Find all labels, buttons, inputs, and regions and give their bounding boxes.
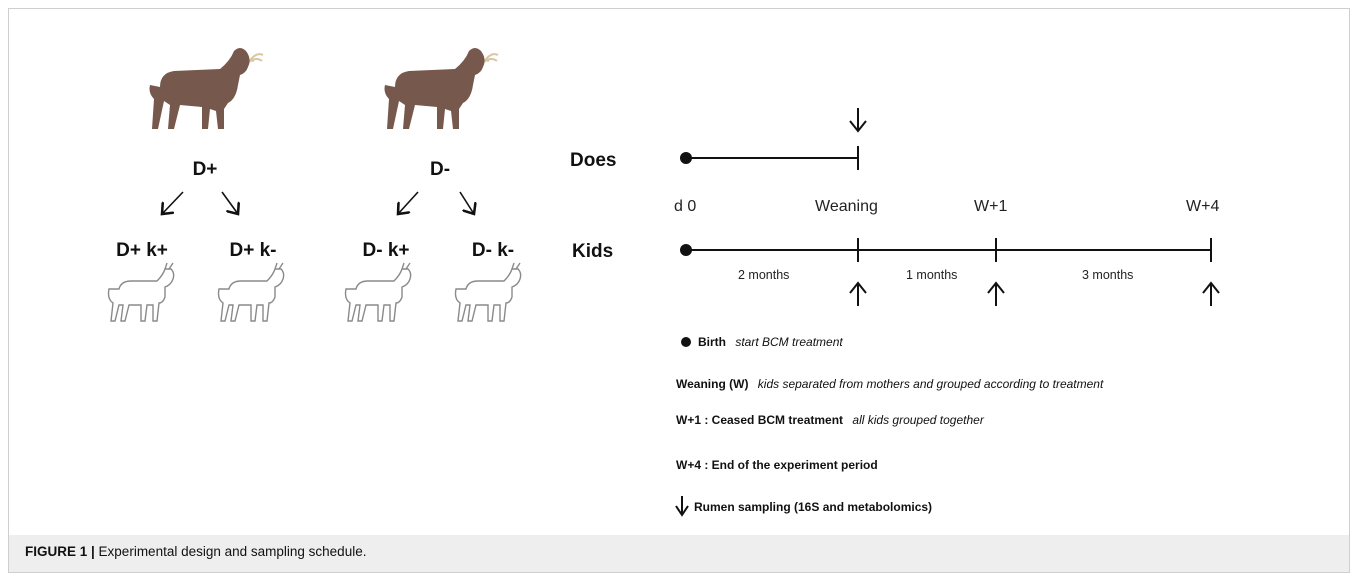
rumen-sampling-arrow-icon <box>675 496 689 517</box>
sampling-arrow-up <box>1202 281 1220 306</box>
experimental-design-diagram: D+ D- D+ k+ D+ k- D- k+ D- k- Does Kids … <box>107 47 1220 517</box>
legend-weaning: Weaning (W) kids separated from mothers … <box>676 377 1104 391</box>
caption-bar: FIGURE 1 | Experimental design and sampl… <box>9 535 1349 572</box>
group-label-d-plus-k-minus: D+ k- <box>230 240 277 261</box>
split-arrow <box>398 191 419 214</box>
legend-w1: W+1 : Ceased BCM treatment all kids grou… <box>676 413 985 427</box>
adult-goat-icon-d-plus <box>148 47 264 130</box>
interval-label-first: 2 months <box>738 268 789 282</box>
group-label-d-plus: D+ <box>193 159 218 180</box>
figure-frame <box>8 8 1350 573</box>
legend-sampling: Rumen sampling (16S and metabolomics) <box>694 500 932 514</box>
split-arrow <box>162 191 184 214</box>
birth-legend-dot <box>681 337 691 347</box>
kid-goat-icon <box>344 262 412 322</box>
kid-goat-icon <box>454 262 522 322</box>
legend-w4: W+4 : End of the experiment period <box>676 458 878 472</box>
interval-label-second: 1 months <box>906 268 957 282</box>
caption-text: Experimental design and sampling schedul… <box>94 544 367 559</box>
sampling-arrow-up <box>849 281 867 306</box>
legend-birth: Birth start BCM treatment <box>698 335 843 349</box>
group-label-d-minus: D- <box>430 159 450 180</box>
split-arrow <box>221 191 238 214</box>
kid-goat-icon <box>107 262 175 322</box>
group-label-d-minus-k-plus: D- k+ <box>363 240 410 261</box>
kids-row-label: Kids <box>572 241 613 262</box>
adult-goat-icon-d-minus <box>383 47 499 130</box>
group-label-d-plus-k-plus: D+ k+ <box>116 240 168 261</box>
figure-caption: FIGURE 1 | Experimental design and sampl… <box>25 544 366 559</box>
interval-label-third: 3 months <box>1082 268 1133 282</box>
point-label-w4: W+4 <box>1186 198 1219 215</box>
point-label-weaning: Weaning <box>815 198 878 215</box>
group-label-d-minus-k-minus: D- k- <box>472 240 514 261</box>
kid-goat-icon <box>217 262 285 322</box>
split-arrow <box>459 191 474 214</box>
point-label-w1: W+1 <box>974 198 1007 215</box>
sampling-arrow-up <box>987 281 1005 306</box>
does-row-label: Does <box>570 150 616 171</box>
point-label-d0: d 0 <box>674 198 696 215</box>
caption-label: FIGURE 1 | <box>25 544 95 559</box>
